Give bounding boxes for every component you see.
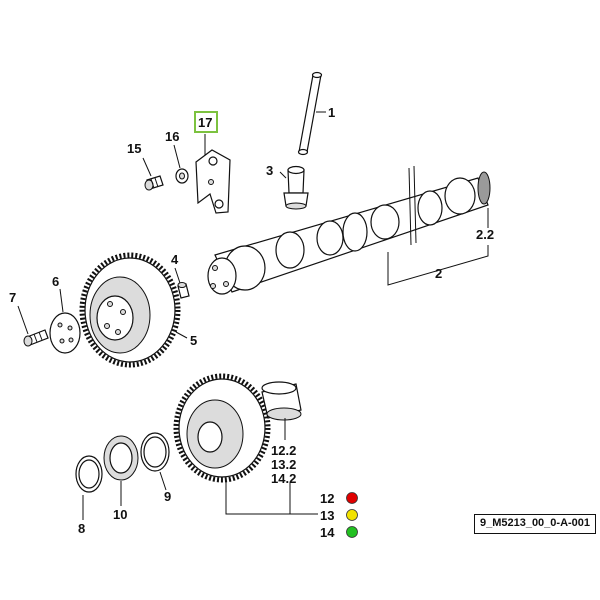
part-17-thrust-plate[interactable] xyxy=(195,149,231,214)
callout-2-2: 2.2 xyxy=(476,227,494,242)
callout-5: 5 xyxy=(190,333,197,348)
callout-13-2: 13.2 xyxy=(271,457,296,472)
status-dot-yellow xyxy=(346,509,358,521)
callout-labels: 1 2 2.2 3 4 5 6 7 8 9 10 12 13 14 12.2 1… xyxy=(9,105,494,540)
part-5-cam-gear[interactable] xyxy=(79,252,181,368)
part-15-bolt[interactable] xyxy=(144,175,164,191)
part-1-push-rod[interactable] xyxy=(297,71,323,156)
part-6-ring-plate[interactable] xyxy=(49,312,81,354)
callout-14-2: 14.2 xyxy=(271,471,296,486)
bushing-12-2[interactable] xyxy=(261,381,302,421)
callout-6: 6 xyxy=(52,274,59,289)
callout-8: 8 xyxy=(78,521,85,536)
callout-12: 12 xyxy=(320,491,334,506)
status-dot-green xyxy=(346,526,358,538)
status-dots xyxy=(346,492,358,538)
part-4-dowel[interactable] xyxy=(177,282,190,299)
callout-17-highlight xyxy=(194,111,218,133)
idler-gear-assembly[interactable] xyxy=(173,373,271,483)
callout-4: 4 xyxy=(171,252,179,267)
callout-14: 14 xyxy=(320,525,335,540)
part-2-camshaft[interactable] xyxy=(207,165,491,295)
part-10-thrust-ring[interactable] xyxy=(103,435,139,481)
callout-3: 3 xyxy=(266,163,273,178)
status-dot-red xyxy=(346,492,358,504)
part-9-washer[interactable] xyxy=(140,432,170,472)
reference-code-box: 9_M5213_00_0-A-001 xyxy=(474,514,596,534)
callout-16: 16 xyxy=(165,129,179,144)
callout-13: 13 xyxy=(320,508,334,523)
callout-10: 10 xyxy=(113,507,127,522)
leader-lines xyxy=(17,111,489,520)
callout-9: 9 xyxy=(164,489,171,504)
part-16-washer[interactable] xyxy=(175,168,189,184)
callout-15: 15 xyxy=(127,141,141,156)
callout-1: 1 xyxy=(328,105,335,120)
callout-7: 7 xyxy=(9,290,16,305)
part-7-bolt[interactable] xyxy=(23,329,49,347)
part-8-snap-ring[interactable] xyxy=(75,455,103,493)
callout-17: 17 xyxy=(198,115,212,130)
callout-12-2: 12.2 xyxy=(271,443,296,458)
part-3-tappet[interactable] xyxy=(283,165,309,210)
callout-2: 2 xyxy=(435,266,442,281)
